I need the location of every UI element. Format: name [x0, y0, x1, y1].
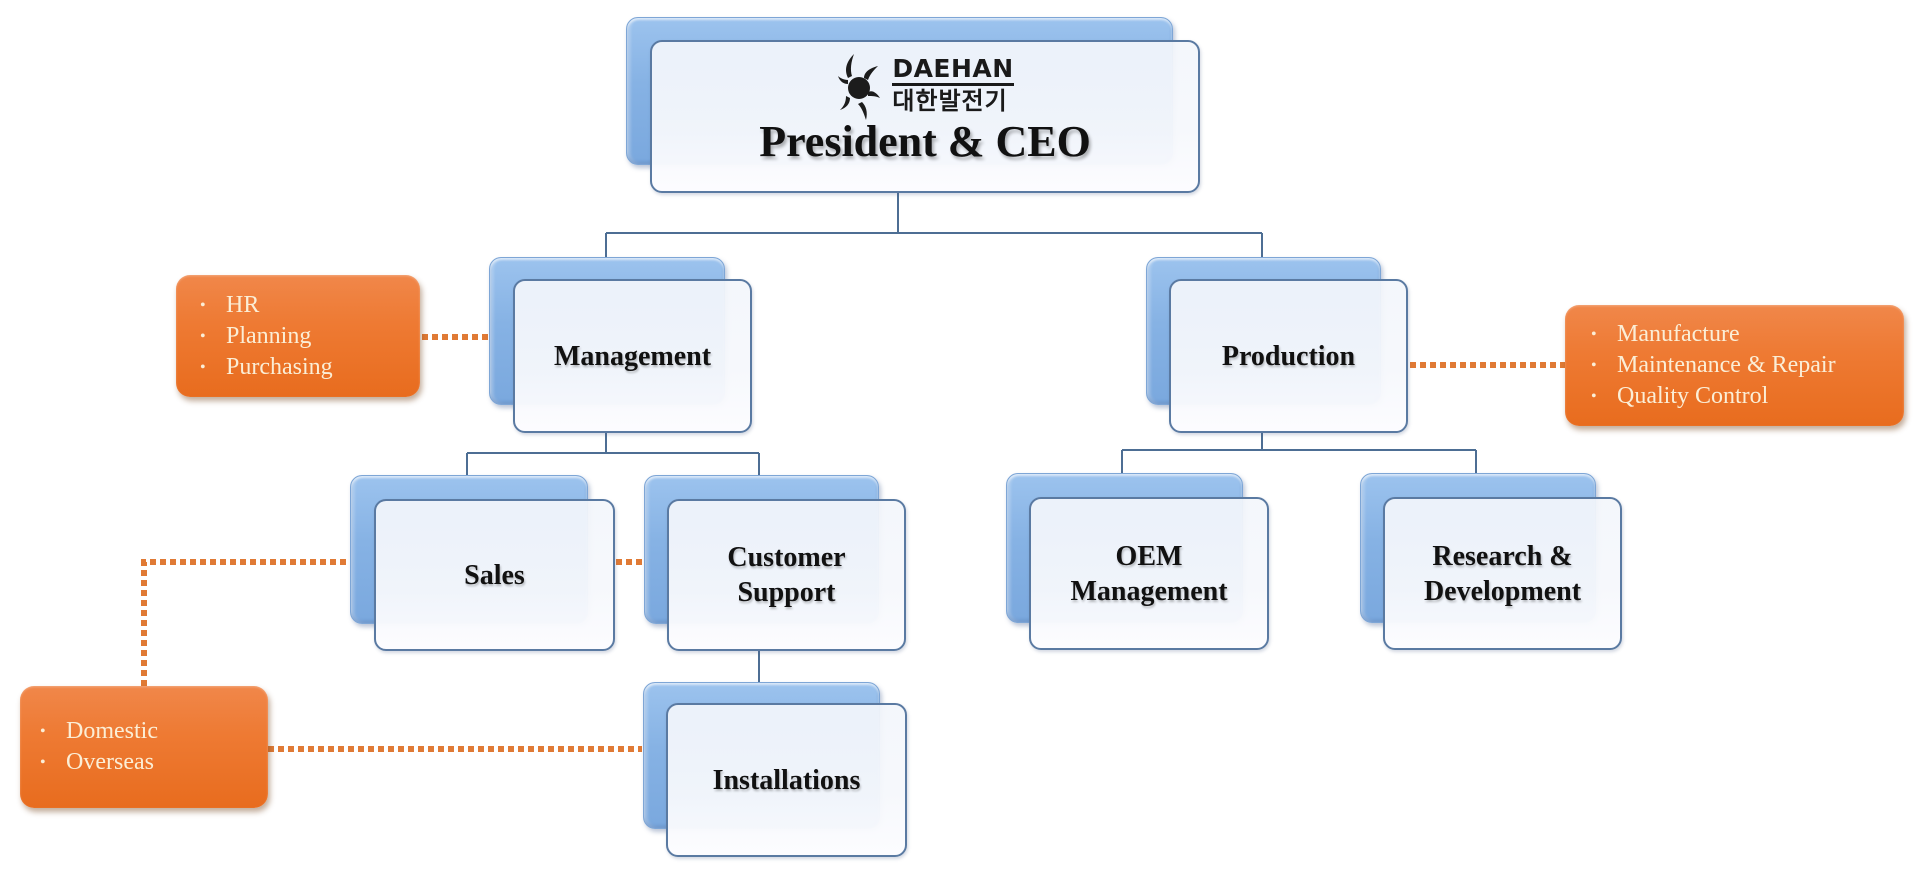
connector-production-to-children	[1121, 433, 1477, 473]
callout-item: • Purchasing	[200, 352, 420, 383]
dotted-link-sales-callout	[141, 559, 348, 686]
bullet-icon: •	[1591, 388, 1597, 405]
oem-management-label: OEM Management	[1070, 540, 1228, 607]
research-development-node[interactable]: Research & Development	[1383, 497, 1622, 650]
management-node[interactable]: Management	[513, 279, 752, 433]
ceo-title: President & CEO	[759, 117, 1091, 166]
callout-item: • Overseas	[40, 747, 268, 778]
management-functions-callout[interactable]: • HR • Planning • Purchasing	[176, 275, 420, 397]
sales-label: Sales	[464, 559, 525, 591]
oem-management-node[interactable]: OEM Management	[1029, 497, 1269, 650]
callout-item-text: Domestic	[66, 718, 158, 744]
connector-ceo-to-level1	[605, 193, 1263, 257]
bullet-icon: •	[200, 358, 206, 376]
sales-node[interactable]: Sales	[374, 499, 615, 651]
ceo-node[interactable]: DAEHAN 대한발전기 President & CEO	[650, 40, 1200, 193]
market-scope-callout[interactable]: • Domestic • Overseas	[20, 686, 268, 808]
solid-connectors	[466, 193, 1477, 682]
callout-item: • Planning	[200, 321, 420, 352]
callout-item-text: Maintenance & Repair	[1617, 352, 1836, 378]
company-name-ko: 대한발전기	[892, 87, 1008, 115]
callout-item: • Domestic	[40, 716, 268, 747]
bullet-icon: •	[1591, 357, 1597, 374]
installations-label: Installations	[712, 764, 861, 796]
production-functions-callout[interactable]: • Manufacture • Maintenance & Repair • Qual…	[1565, 305, 1904, 426]
company-name-en: DAEHAN	[892, 56, 1014, 86]
callout-item: • Maintenance & Repair	[1591, 350, 1904, 381]
management-label: Management	[553, 340, 712, 372]
callout-item-text: Quality Control	[1617, 383, 1769, 409]
bullet-icon: •	[1591, 326, 1597, 343]
callout-item-text: Manufacture	[1617, 321, 1740, 347]
production-node[interactable]: Production	[1169, 279, 1408, 433]
callout-item-text: Planning	[226, 322, 312, 349]
research-development-label: Research & Development	[1423, 540, 1582, 607]
dotted-links	[141, 334, 1565, 752]
callout-item-text: HR	[226, 291, 260, 318]
customer-support-label: Customer Support	[727, 542, 846, 608]
callout-item: • Manufacture	[1591, 319, 1904, 350]
production-label: Production	[1221, 340, 1356, 372]
company-logo: DAEHAN 대한발전기	[836, 50, 1014, 122]
turbine-pinwheel-icon	[838, 54, 881, 120]
connector-management-to-children	[466, 433, 760, 475]
bullet-icon: •	[40, 723, 46, 740]
callout-item-text: Overseas	[66, 749, 154, 775]
callout-item-text: Purchasing	[226, 353, 333, 380]
bullet-icon: •	[40, 754, 46, 771]
callout-item: • Quality Control	[1591, 381, 1904, 412]
bullet-icon: •	[200, 296, 206, 314]
bullet-icon: •	[200, 327, 206, 345]
callout-item: • HR	[200, 290, 420, 321]
customer-support-node[interactable]: Customer Support	[667, 499, 906, 651]
installations-node[interactable]: Installations	[666, 703, 907, 857]
